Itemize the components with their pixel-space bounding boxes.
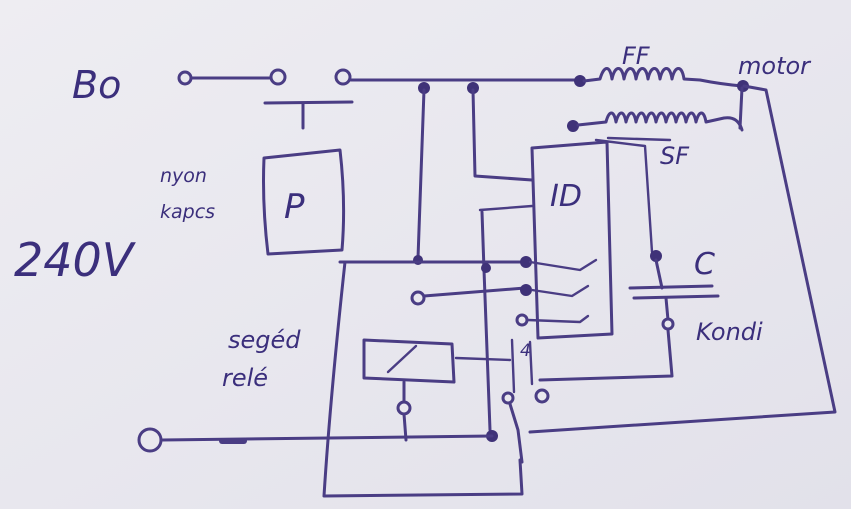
fast-winding bbox=[582, 67, 744, 88]
slow-winding-label: SF bbox=[660, 142, 690, 170]
id-box-label: ID bbox=[550, 179, 582, 214]
motor-label: motor bbox=[738, 52, 812, 80]
capacitor-label: C bbox=[694, 247, 715, 282]
capacitor bbox=[538, 250, 720, 382]
p-box-label: P bbox=[284, 187, 305, 227]
live-terminal bbox=[177, 70, 193, 86]
door-switch-box bbox=[262, 148, 346, 256]
slow-winding bbox=[567, 111, 744, 142]
fast-winding-label: FF bbox=[622, 42, 651, 70]
top-supply-line bbox=[177, 68, 586, 130]
relay-label-2: relé bbox=[222, 364, 268, 392]
door-switch-actuator bbox=[263, 100, 354, 105]
id-module bbox=[478, 138, 654, 340]
live-label: Bo bbox=[72, 63, 121, 107]
capacitor-note: Kondi bbox=[696, 318, 763, 346]
neutral-line bbox=[137, 427, 494, 453]
voltage-label: 240V bbox=[14, 233, 137, 287]
door-switch-label-2: kapcs bbox=[160, 201, 215, 223]
motor-return-wire bbox=[528, 84, 837, 434]
relay-label-1: segéd bbox=[228, 326, 301, 354]
door-switch-label-1: nyon bbox=[160, 165, 207, 187]
contact-number: 4 bbox=[520, 341, 531, 361]
relay-coil bbox=[362, 338, 512, 442]
id-contacts bbox=[338, 255, 598, 327]
neutral-terminal bbox=[137, 427, 163, 453]
relay-contact bbox=[501, 338, 550, 464]
